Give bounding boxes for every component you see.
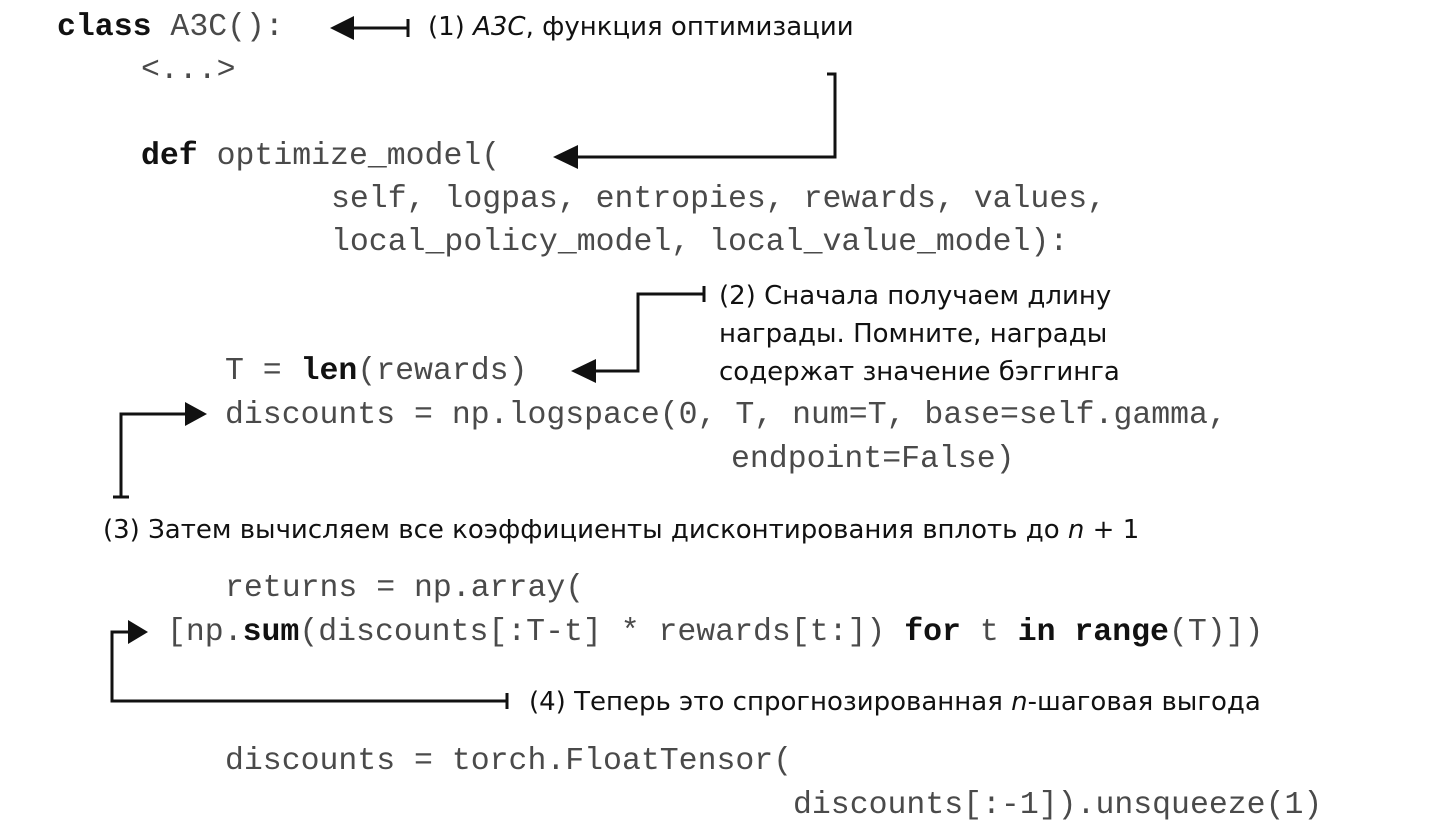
annotation-1-italic: A3C	[473, 12, 526, 42]
arrow-3-head	[185, 402, 207, 426]
code-line-unsqueeze: discounts[:-1]).unsqueeze(1)	[793, 788, 1323, 823]
code-line-endpoint: endpoint=False)	[731, 442, 1015, 477]
sum-part-e: (T)])	[1168, 615, 1264, 650]
len-suffix: (rewards)	[357, 354, 528, 389]
keyword-sum: sum	[242, 615, 300, 650]
annotation-4-italic: n	[1011, 687, 1028, 717]
arrow-2-head	[571, 359, 596, 383]
keyword-def: def	[141, 139, 198, 174]
keyword-for: for	[904, 615, 961, 650]
keyword-class: class	[57, 10, 152, 45]
code-line-len: T = len(rewards)	[225, 356, 527, 388]
class-signature: A3C():	[151, 10, 284, 45]
annotation-2-line-3: содержат значение бэггинга	[719, 357, 1120, 387]
keyword-len: len	[300, 354, 358, 389]
annotation-2-line-1: (2) Сначала получаем длину	[719, 281, 1112, 311]
arrow-4-connector	[110, 630, 507, 703]
code-line-def: def optimize_model(	[141, 141, 500, 173]
code-line-returns: returns = np.array(	[225, 571, 585, 606]
code-line-floattensor: discounts = torch.FloatTensor(	[225, 744, 793, 779]
code-line-class: class A3C():	[57, 12, 284, 44]
annotation-4: (4) Теперь это спрогнозированная n-шагов…	[529, 689, 1261, 715]
sum-part-b: (discounts[:T-t] * rewards[t:])	[299, 615, 905, 650]
arrow-3-connector	[119, 412, 187, 497]
code-line-ellipsis: <...>	[141, 53, 236, 88]
keyword-range: range	[1074, 615, 1169, 650]
sum-part-a: [np.	[167, 615, 243, 650]
arrow-2-connector	[596, 292, 704, 373]
annotation-1-rest: , функция оптимизации	[525, 12, 854, 42]
arrow-1-head	[330, 16, 354, 40]
keyword-in: in	[1017, 615, 1056, 650]
code-line-params-1: self, logpas, entropies, rewards, values…	[331, 182, 1107, 217]
len-prefix: T =	[225, 354, 301, 389]
code-line-params-2: local_policy_model, local_value_model):	[331, 225, 1069, 260]
annotation-3-prefix: (3) Затем вычисляем все коэффициенты дис…	[103, 515, 1068, 545]
code-line-logspace: discounts = np.logspace(0, T, num=T, bas…	[225, 398, 1227, 433]
code-line-sum: [np.sum(discounts[:T-t] * rewards[t:]) f…	[167, 617, 1263, 649]
arrow-4-head	[128, 620, 148, 644]
arrow-def-head	[553, 145, 578, 169]
sum-part-c: t	[960, 615, 1018, 650]
annotation-3-rest: + 1	[1084, 515, 1140, 545]
annotation-1-prefix: (1)	[428, 12, 474, 42]
annotation-2-line-2: награды. Помните, награды	[719, 319, 1108, 349]
annotation-3-italic: n	[1067, 515, 1085, 545]
annotation-4-prefix: (4) Теперь это спрогнозированная	[529, 687, 1012, 717]
arrow-def-connector	[578, 72, 837, 159]
annotation-4-rest: -шаговая выгода	[1027, 687, 1261, 717]
annotation-1: (1) A3C, функция оптимизации	[428, 14, 854, 40]
def-signature: optimize_model(	[197, 139, 501, 174]
annotation-3: (3) Затем вычисляем все коэффициенты дис…	[103, 517, 1139, 543]
